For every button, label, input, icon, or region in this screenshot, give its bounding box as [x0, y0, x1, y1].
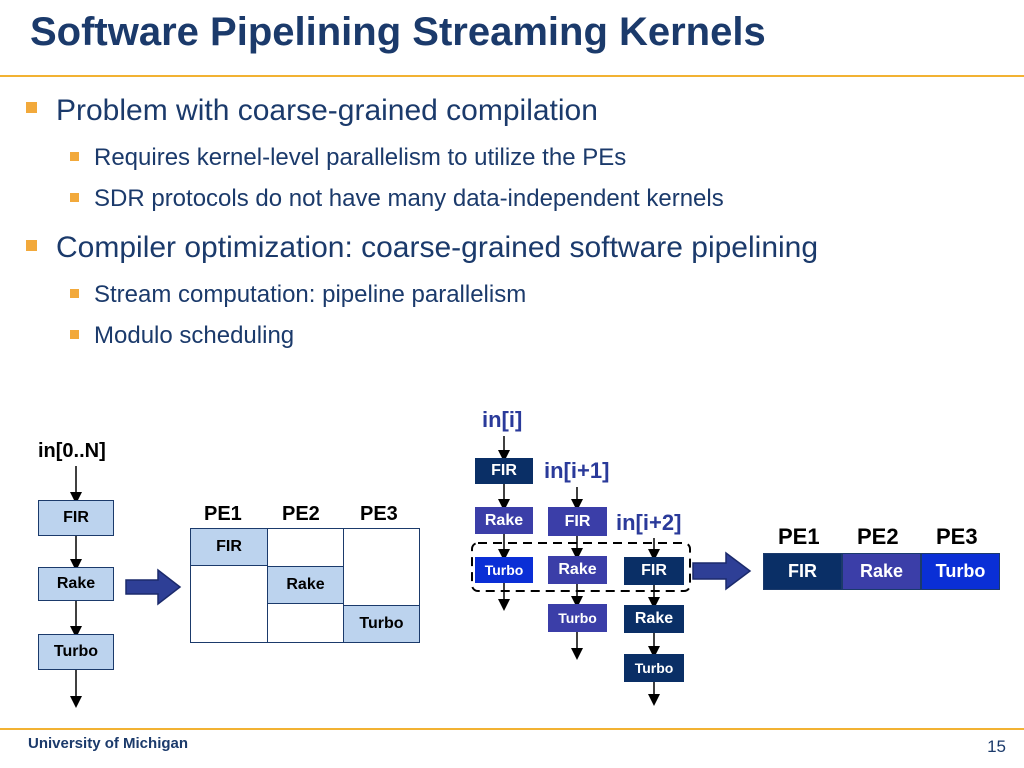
bullet-marker	[70, 152, 79, 161]
pipe-kernel-fir: FIR	[624, 557, 684, 585]
pe-header: PE2	[282, 503, 320, 525]
bullet-level2: Requires kernel-level parallelism to uti…	[94, 144, 627, 171]
slide-title: Software Pipelining Streaming Kernels	[30, 10, 766, 54]
bullet-marker	[70, 193, 79, 202]
steady-kernel-fir: FIR	[763, 553, 842, 590]
iteration-label: in[i]	[482, 407, 523, 432]
steady-kernel-turbo: Turbo	[921, 553, 1000, 590]
bullet-level2: Stream computation: pipeline parallelism	[94, 281, 527, 308]
pipe-kernel-turbo: Turbo	[548, 604, 607, 632]
steady-kernel-rake: Rake	[842, 553, 921, 590]
input-label: in[0..N]	[38, 440, 106, 462]
kernel-rake: Rake	[38, 567, 114, 601]
table-kernel-rake: Rake	[267, 566, 344, 604]
bullet-level1: Compiler optimization: coarse-grained so…	[56, 231, 819, 264]
pe-header: PE3	[360, 503, 398, 525]
transform-arrow	[125, 568, 182, 606]
table-kernel-fir: FIR	[190, 528, 268, 566]
bullet-marker	[70, 330, 79, 339]
pe-header: PE3	[936, 524, 978, 549]
bullet-level2: Modulo scheduling	[94, 322, 295, 349]
pipe-kernel-fir: FIR	[548, 507, 607, 536]
kernel-turbo: Turbo	[38, 634, 114, 670]
bullet-marker	[70, 289, 79, 298]
pipe-kernel-fir: FIR	[475, 458, 533, 484]
footer-institution: University of Michigan	[28, 735, 189, 752]
bullet-level1: Problem with coarse-grained compilation	[56, 94, 598, 127]
kernel-fir: FIR	[38, 500, 114, 536]
footer-divider	[0, 728, 1024, 730]
pipe-kernel-turbo: Turbo	[624, 654, 684, 682]
pipe-kernel-rake: Rake	[475, 507, 533, 534]
header-divider	[0, 75, 1024, 77]
pe-header: PE1	[204, 503, 242, 525]
pe-header: PE1	[778, 524, 820, 549]
bullet-marker	[26, 102, 37, 113]
iteration-label: in[i+1]	[544, 458, 610, 483]
pipe-kernel-turbo: Turbo	[475, 557, 533, 583]
iteration-label: in[i+2]	[616, 510, 682, 535]
table-kernel-turbo: Turbo	[343, 605, 420, 643]
pe-header: PE2	[857, 524, 899, 549]
slide-number: 15	[987, 737, 1006, 756]
bullet-level2: SDR protocols do not have many data-inde…	[94, 185, 724, 212]
pipe-kernel-rake: Rake	[624, 605, 684, 633]
bullet-marker	[26, 240, 37, 251]
transform-arrow	[692, 551, 752, 591]
pipe-kernel-rake: Rake	[548, 556, 607, 584]
